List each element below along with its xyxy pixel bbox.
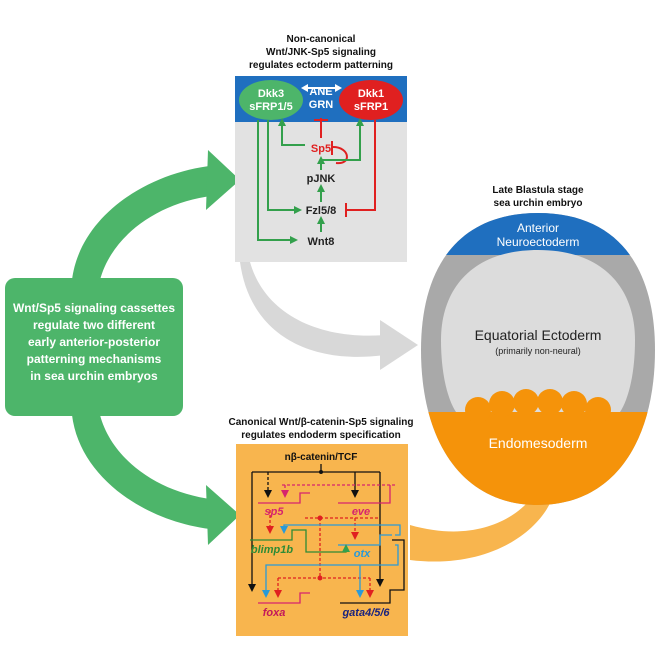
grey-arrowhead [380,320,418,370]
gata-gene-line [340,589,400,604]
endomesoderm-cells [465,389,611,423]
endomesoderm-region [421,412,655,505]
sp5-node: Sp5 [311,143,331,155]
top-title-line-1: Non-canonical [287,34,356,45]
equatorial-ectoderm-region [441,250,635,412]
blimp1b-gene-line [250,529,302,541]
equatorial-sublabel: (primarily non-neural) [495,346,581,356]
foxa-gene-line [258,592,310,604]
eve-gene-label: eve [352,506,370,518]
sp5-to-dkk3 [278,118,305,146]
wnt8-node: Wnt8 [308,236,335,248]
dkk1-label: Dkk1 [358,88,384,100]
sp5-autoloop [332,146,348,165]
grn-label: GRN [309,99,334,111]
gata-gene-label: gata4/5/6 [341,607,390,619]
left-box-line-1: Wnt/Sp5 signaling cassettes [13,301,175,315]
beta-catenin-node: nβ-catenin/TCF [285,452,358,463]
top-title-line-3: regulates ectoderm patterning [249,60,393,71]
embryo-title-line-1: Late Blastula stage [492,185,584,196]
left-box-line-5: in sea urchin embryos [30,369,158,383]
sp5-gene-line [258,492,310,504]
left-box-line-2: regulate two different [33,318,155,332]
left-box-line-4: patterning mechanisms [27,352,162,366]
ane-right-arrowhead [335,84,342,92]
top-title-line-2: Wnt/JNK-Sp5 signaling [266,47,376,58]
otx-to-blimp [280,524,401,536]
blimp1b-gene-label: blimp1b [251,544,293,556]
green-arrowhead-bottom [206,485,240,545]
embryo-title-line-2: sea urchin embryo [494,198,583,209]
bottom-title-line-2: regulates endoderm specification [241,430,401,441]
neuroectoderm-label: Neuroectoderm [497,235,580,249]
grey-curved-arrow [240,262,385,357]
otx-gene-line [338,534,392,546]
fzl-node: Fzl5/8 [306,205,337,217]
bottom-title-line-1: Canonical Wnt/β-catenin-Sp5 signaling [228,417,413,428]
dkk1-represses-fzl [346,120,376,211]
blimp-to-otx [302,529,350,553]
endomesoderm-label: Endomesoderm [489,435,588,451]
pjnk-node: pJNK [307,173,336,185]
sp5-gene-label: sp5 [265,506,285,518]
embryo [421,213,655,505]
green-arrowhead-top [206,150,240,210]
anterior-label: Anterior [517,221,559,235]
dkk1-node [339,80,403,120]
left-box-line-3: early anterior-posterior [28,335,160,349]
left-summary-box [5,278,183,416]
dkk3-to-fzl [267,120,302,214]
dkk3-node [239,80,303,120]
foxa-gene-label: foxa [263,607,286,619]
green-curved-arrow [72,165,220,530]
orange-curved-arrow [410,485,555,562]
otx-to-foxa [262,544,399,598]
equatorial-label: Equatorial Ectoderm [475,327,602,343]
eve-gene-line [338,485,391,504]
otx-gene-label: otx [354,548,371,560]
sfrp15-label: sFRP1/5 [249,101,292,113]
dkk3-label: Dkk3 [258,88,284,100]
dkk3-to-wnt8 [257,120,298,244]
sfrp1-label: sFRP1 [354,101,388,113]
ane-left-arrowhead [301,84,308,92]
